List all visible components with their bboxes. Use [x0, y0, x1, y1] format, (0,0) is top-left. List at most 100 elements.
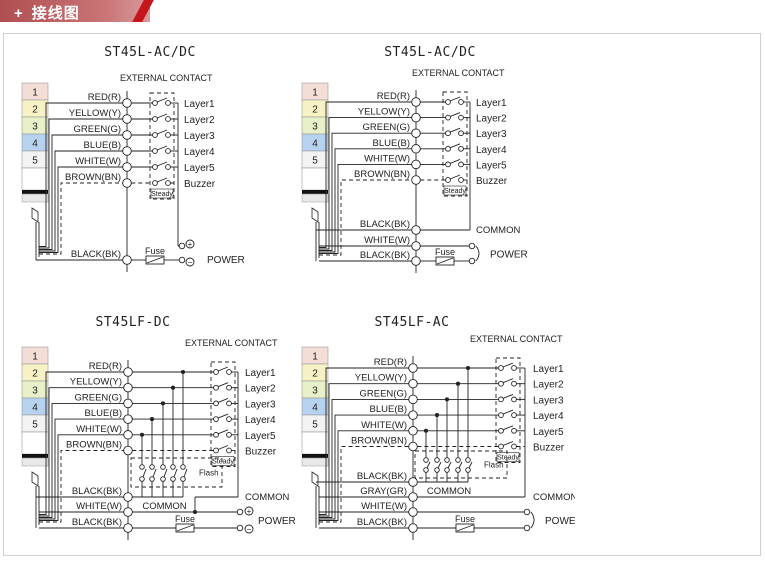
steady-box [149, 92, 175, 200]
flash-switch-icon [163, 468, 168, 478]
wire-label: WHITE(W) [76, 501, 122, 512]
switch-contact [511, 365, 517, 371]
section-title-text: 接线图 [31, 5, 80, 22]
base-ring [22, 190, 48, 194]
wire-label: WHITE(W) [361, 420, 407, 431]
steady-tag [211, 456, 235, 466]
switch-contact [498, 396, 504, 403]
flash-contact [170, 464, 176, 470]
wire-label: BLUE(B) [370, 404, 407, 415]
wire-label: BLUE(B) [373, 138, 410, 149]
wire-yellowy [319, 117, 412, 250]
wire-label: GREEN(G) [363, 122, 411, 133]
flash-contact [423, 457, 429, 463]
power-terminal [236, 508, 244, 516]
wire-redr [319, 367, 409, 515]
switch-contact [445, 177, 451, 183]
wire-label: WHITE(W) [361, 501, 407, 512]
terminal [122, 178, 132, 188]
wire-brownbn [39, 450, 124, 523]
terminal [122, 114, 132, 124]
flash-switch-icon [152, 468, 157, 478]
tier-number: 3 [312, 386, 318, 397]
flash-box [130, 457, 223, 488]
tier-number: 4 [32, 403, 38, 414]
tier-number: 2 [312, 105, 318, 116]
wire-label: YELLOW(Y) [70, 377, 122, 388]
wire-brownbn [319, 446, 409, 523]
steady-label: Steady [497, 455, 519, 462]
terminal [123, 492, 133, 502]
power-bracket [530, 511, 535, 529]
switch-contact [445, 114, 451, 121]
tier-number: 2 [32, 369, 38, 380]
terminal [408, 378, 418, 389]
wire-greeng [319, 132, 412, 251]
switch-contact [213, 400, 219, 407]
flash-switch-icon [173, 468, 178, 478]
base-ring [302, 190, 328, 194]
steady-box [210, 361, 236, 467]
switch-contact [152, 148, 158, 154]
wire-label: RED(R) [377, 91, 410, 102]
wire-whitew [39, 166, 123, 253]
terminal [408, 394, 418, 405]
output-label: Layer4 [184, 147, 215, 158]
layer-switch-icon [217, 397, 229, 403]
power-terminal [523, 508, 531, 516]
buzzer-switch-icon [502, 441, 514, 446]
layer-switch-icon [217, 413, 229, 419]
switch-contact [445, 145, 451, 152]
layer-switch-icon [449, 96, 461, 102]
fuse-icon [146, 256, 164, 264]
switch-contact [165, 116, 171, 122]
fuse-icon [176, 524, 194, 532]
output-label: Layer1 [184, 99, 215, 110]
wire-yellowy [39, 118, 123, 249]
common-label: COMMON [245, 492, 289, 503]
section-header: +接线图 [0, 0, 154, 22]
terminal [122, 130, 132, 140]
flash-contact [180, 476, 186, 482]
steady-label: Steady [212, 459, 234, 466]
external-contact-label: EXTERNAL CONTACT [470, 334, 563, 344]
diagram-title: ST45L-AC/DC [104, 45, 196, 60]
switch-contact [152, 132, 158, 138]
wire-label: RED(R) [88, 92, 121, 103]
terminal [123, 367, 133, 377]
flash-switch-icon [447, 461, 452, 469]
terminal [408, 363, 418, 373]
switch-contact [498, 365, 504, 371]
switch-contact [226, 416, 232, 422]
switch-contact [458, 99, 464, 105]
output-label: Layer5 [533, 427, 564, 438]
wire-label: BLACK(BK) [72, 486, 122, 497]
output-label: Layer5 [184, 163, 215, 174]
output-label: Layer1 [245, 368, 276, 379]
tier-number: 5 [32, 156, 38, 167]
flash-switch-icon [468, 461, 473, 469]
power-label: POWER [207, 255, 245, 266]
external-contact-label: EXTERNAL CONTACT [412, 68, 505, 78]
flash-switch-icon [458, 461, 463, 469]
terminal [123, 414, 133, 424]
output-label: Layer5 [476, 160, 507, 171]
switch-contact [213, 431, 219, 438]
wire-label: WHITE(W) [364, 235, 410, 246]
power-terminal-plus [178, 242, 186, 250]
output-label: Buzzer [476, 176, 508, 187]
switch-contact [213, 384, 219, 391]
output-label: Layer4 [245, 415, 276, 426]
wire-greeng [39, 402, 124, 518]
buzzer-switch-icon [217, 445, 229, 450]
wire-label: BROWN(BN) [65, 172, 121, 183]
tier-number: 1 [32, 352, 38, 363]
wire-label: BROWN(BN) [66, 440, 122, 451]
base-ring [22, 454, 48, 458]
